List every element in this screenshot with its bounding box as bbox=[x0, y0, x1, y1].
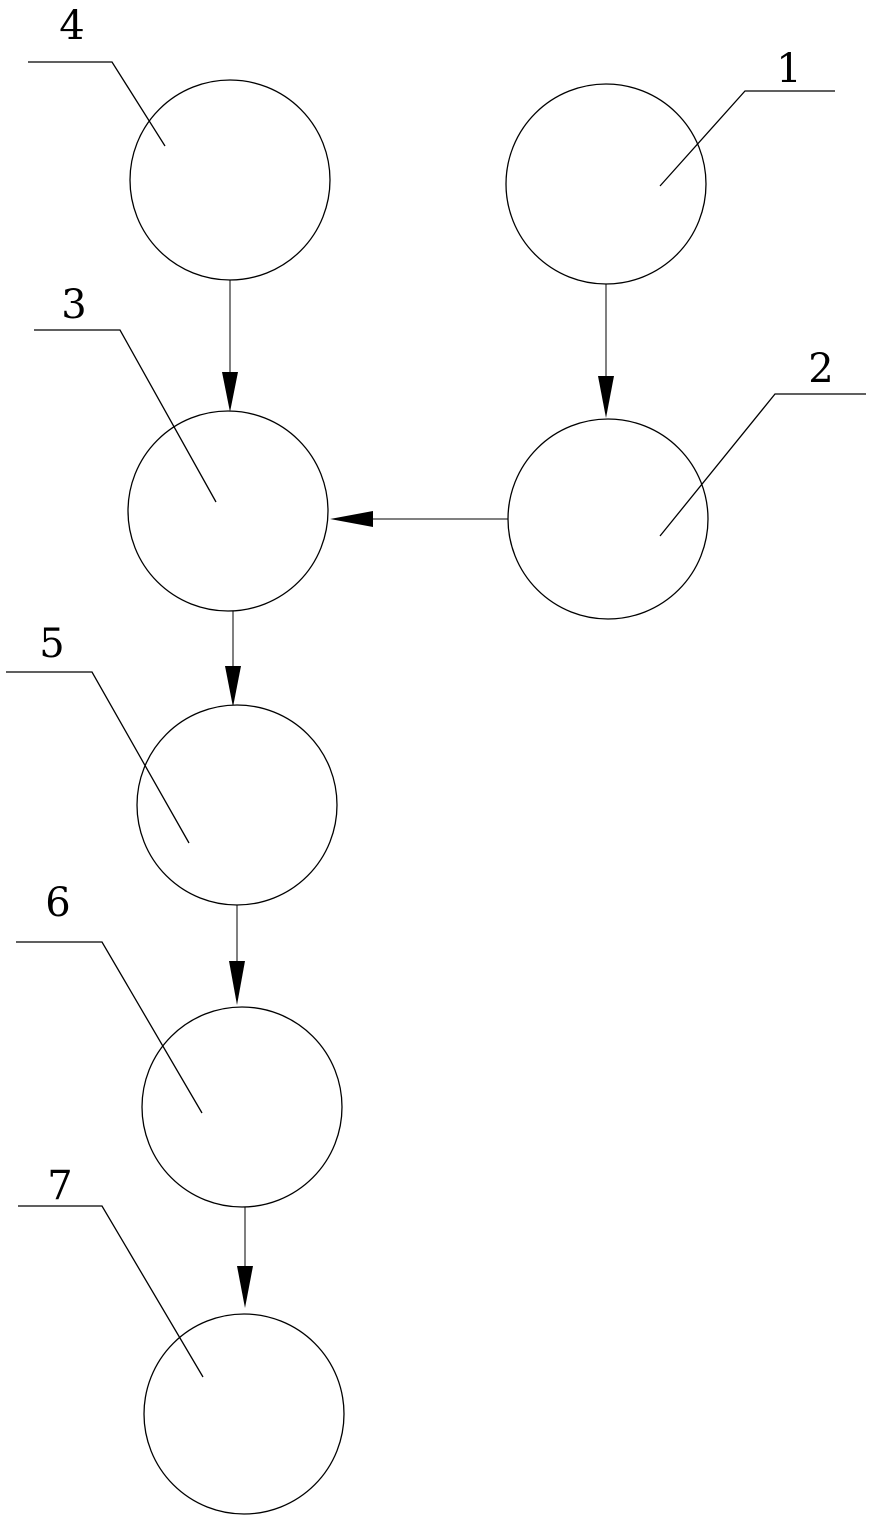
node-2-label: 2 bbox=[808, 346, 833, 392]
node-3: 3 bbox=[34, 282, 329, 612]
node-7-circle bbox=[143, 1313, 345, 1515]
node-7: 7 bbox=[18, 1163, 345, 1515]
node-4: 4 bbox=[28, 3, 331, 281]
node-2-circle bbox=[507, 418, 709, 620]
node-3-leader-line bbox=[34, 329, 217, 503]
node-5: 5 bbox=[6, 621, 338, 906]
node-2: 2 bbox=[507, 346, 866, 620]
edge-4-to-3 bbox=[222, 280, 238, 412]
node-3-circle bbox=[127, 410, 329, 612]
node-1: 1 bbox=[505, 46, 835, 285]
node-5-leader-line bbox=[6, 671, 190, 844]
node-4-leader-line bbox=[28, 61, 166, 147]
node-6-circle bbox=[141, 1006, 343, 1208]
edge-5-to-6 bbox=[229, 905, 245, 1005]
edge-2-to-3 bbox=[330, 511, 508, 527]
node-1-leader-line bbox=[659, 90, 835, 187]
node-5-label: 5 bbox=[39, 621, 64, 667]
node-6: 6 bbox=[16, 880, 343, 1208]
node-5-circle bbox=[136, 704, 338, 906]
node-3-label: 3 bbox=[61, 282, 86, 328]
node-4-circle bbox=[129, 79, 331, 281]
edge-1-to-2 bbox=[598, 284, 614, 418]
node-6-label: 6 bbox=[45, 880, 70, 926]
node-6-leader-line bbox=[16, 941, 203, 1114]
node-4-label: 4 bbox=[59, 3, 84, 49]
edge-6-to-7 bbox=[237, 1207, 253, 1308]
node-7-label: 7 bbox=[47, 1163, 72, 1209]
edge-3-to-5 bbox=[225, 611, 241, 707]
node-1-circle bbox=[505, 83, 707, 285]
node-7-leader-line bbox=[18, 1205, 204, 1378]
node-1-label: 1 bbox=[776, 46, 801, 92]
node-2-leader-line bbox=[659, 393, 866, 537]
